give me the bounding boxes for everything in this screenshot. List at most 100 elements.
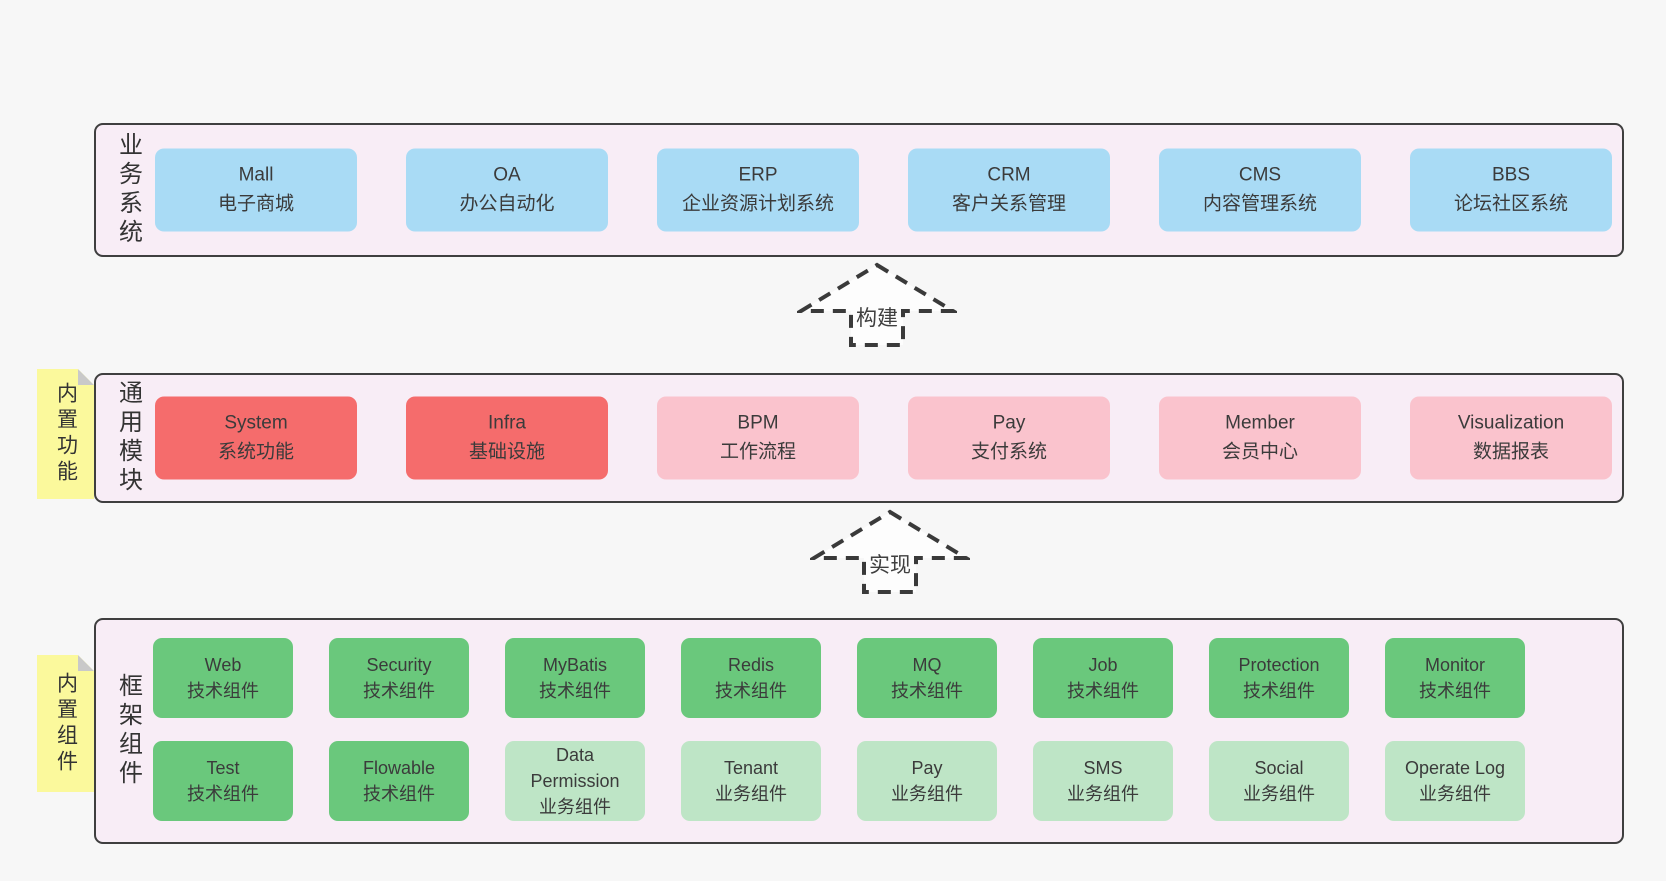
components-row-2: Test 技术组件 Flowable 技术组件 Data Permission …: [153, 741, 1525, 821]
box-subtitle: 内容管理系统: [1202, 193, 1317, 214]
box-subtitle: 技术组件: [187, 784, 259, 804]
box-subtitle: 办公自动化: [459, 193, 555, 214]
box-title: CMS: [1238, 164, 1282, 186]
box-pay-component: Pay 业务组件: [857, 741, 997, 821]
box-subtitle: 业务组件: [1419, 784, 1491, 804]
panel-business-systems: 业务系统 Mall 电子商城 OA 办公自动化 ERP 企业资源计划系统 CRM…: [94, 123, 1624, 257]
box-subtitle: 基础设施: [468, 441, 545, 462]
box-title: Mall: [238, 164, 274, 186]
box-system: System 系统功能: [155, 396, 357, 480]
sticky-fold-corner: [78, 369, 94, 385]
panel-components-label-wrap: 框架组件: [102, 620, 154, 842]
box-subtitle: 技术组件: [1243, 681, 1315, 701]
box-data-permission: Data Permission 业务组件: [505, 741, 645, 821]
box-title: ERP: [738, 164, 778, 186]
box-subtitle: 支付系统: [970, 441, 1047, 462]
sticky-note-label: 内置组件: [54, 671, 78, 776]
sticky-note-label: 内置功能: [54, 382, 78, 486]
panel-business-label-wrap: 业务系统: [102, 125, 154, 255]
box-tenant: Tenant 业务组件: [681, 741, 821, 821]
box-operate-log: Operate Log 业务组件: [1385, 741, 1525, 821]
box-title: System: [224, 412, 288, 434]
box-title: Pay: [911, 757, 943, 778]
box-bpm: BPM 工作流程: [657, 396, 859, 480]
box-redis: Redis 技术组件: [681, 638, 821, 718]
box-title: Security: [366, 654, 432, 675]
box-subtitle: 数据报表: [1472, 441, 1549, 462]
panel-modules-label: 通用模块: [114, 380, 142, 496]
box-subtitle: 业务组件: [539, 797, 611, 818]
box-subtitle: 技术组件: [187, 681, 259, 701]
box-title: SMS: [1083, 757, 1123, 778]
box-member: Member 会员中心: [1159, 396, 1361, 480]
panel-business-label: 业务系统: [114, 132, 142, 248]
box-subtitle: 技术组件: [891, 681, 963, 701]
sticky-note-built-in-features: 内置功能: [37, 369, 94, 499]
box-oa: OA 办公自动化: [406, 148, 608, 232]
box-security: Security 技术组件: [329, 638, 469, 718]
panel-framework-components: 框架组件 Web 技术组件 Security 技术组件 MyBatis 技术组件…: [94, 618, 1624, 844]
box-web: Web 技术组件: [153, 638, 293, 718]
box-title: Protection: [1238, 654, 1320, 675]
box-crm: CRM 客户关系管理: [908, 148, 1110, 232]
box-pay-system: Pay 支付系统: [908, 396, 1110, 480]
box-erp: ERP 企业资源计划系统: [657, 148, 859, 232]
sticky-fold-corner: [78, 655, 94, 671]
box-subtitle: 企业资源计划系统: [681, 193, 834, 214]
components-row-1: Web 技术组件 Security 技术组件 MyBatis 技术组件 Redi…: [153, 638, 1525, 718]
box-subtitle: 技术组件: [715, 681, 787, 701]
box-subtitle: 论坛社区系统: [1453, 193, 1568, 214]
components-box-grid: Web 技术组件 Security 技术组件 MyBatis 技术组件 Redi…: [153, 638, 1525, 821]
box-mq: MQ 技术组件: [857, 638, 997, 718]
box-title: BPM: [737, 412, 779, 434]
box-social: Social 业务组件: [1209, 741, 1349, 821]
box-subtitle: 技术组件: [1067, 681, 1139, 701]
box-subtitle: 业务组件: [1243, 784, 1315, 804]
box-title: Test: [206, 757, 240, 778]
box-title: OA: [493, 164, 521, 186]
box-sms: SMS 业务组件: [1033, 741, 1173, 821]
box-title: Tenant: [723, 757, 779, 778]
box-subtitle: 技术组件: [539, 681, 611, 701]
box-flowable: Flowable 技术组件: [329, 741, 469, 821]
box-subtitle: 技术组件: [1419, 681, 1491, 701]
box-mybatis: MyBatis 技术组件: [505, 638, 645, 718]
implement-arrow-label: 实现: [869, 554, 911, 577]
box-mall: Mall 电子商城: [155, 148, 357, 232]
panel-modules-label-wrap: 通用模块: [102, 375, 154, 501]
box-cms: CMS 内容管理系统: [1159, 148, 1361, 232]
box-title: MyBatis: [542, 654, 607, 675]
box-subtitle: 会员中心: [1221, 441, 1298, 462]
box-protection: Protection 技术组件: [1209, 638, 1349, 718]
box-bbs: BBS 论坛社区系统: [1410, 148, 1612, 232]
box-title: Data Permission: [530, 744, 620, 791]
box-subtitle: 工作流程: [719, 441, 796, 462]
box-title: Visualization: [1457, 412, 1565, 434]
box-job: Job 技术组件: [1033, 638, 1173, 718]
box-title: Monitor: [1424, 654, 1486, 675]
box-infra: Infra 基础设施: [406, 396, 608, 480]
box-title: Pay: [992, 412, 1026, 434]
build-arrow-icon: 构建: [797, 262, 957, 347]
box-subtitle: 业务组件: [715, 784, 787, 804]
implement-arrow-icon: 实现: [810, 509, 970, 594]
build-arrow-label: 构建: [856, 307, 898, 330]
box-visualization: Visualization 数据报表: [1410, 396, 1612, 480]
box-subtitle: 客户关系管理: [951, 193, 1066, 214]
box-subtitle: 系统功能: [217, 441, 294, 462]
box-title: CRM: [987, 164, 1031, 186]
box-title: Redis: [727, 654, 775, 675]
panel-components-label: 框架组件: [114, 673, 142, 789]
sticky-note-built-in-components: 内置组件: [37, 655, 94, 792]
box-title: BBS: [1491, 164, 1531, 186]
box-subtitle: 业务组件: [891, 784, 963, 804]
box-title: Member: [1225, 412, 1295, 434]
box-monitor: Monitor 技术组件: [1385, 638, 1525, 718]
box-subtitle: 技术组件: [363, 681, 435, 701]
box-subtitle: 技术组件: [363, 784, 435, 804]
panel-common-modules: 通用模块 System 系统功能 Infra 基础设施 BPM 工作流程 Pay…: [94, 373, 1624, 503]
modules-box-row: System 系统功能 Infra 基础设施 BPM 工作流程 Pay 支付系统…: [155, 396, 1612, 480]
box-title: Flowable: [362, 757, 436, 778]
box-subtitle: 电子商城: [217, 193, 294, 214]
box-title: Job: [1088, 654, 1118, 675]
